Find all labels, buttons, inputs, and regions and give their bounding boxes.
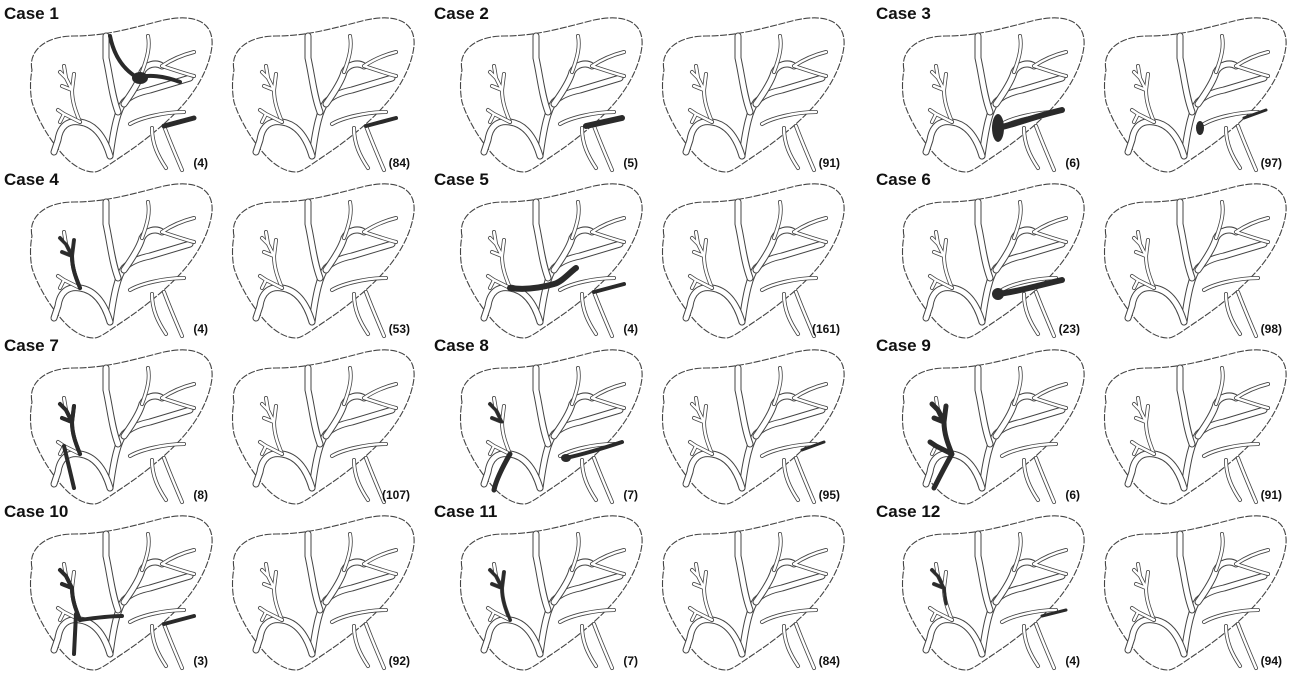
liver-vessel-illustration [646,338,846,504]
liver-diagram-after: (92) [216,504,416,670]
before-day-label: (6) [1065,156,1080,170]
case-8-panel: (7) (95) Case 8 [430,336,850,500]
case-3-panel: (6) (97) Case 3 [872,4,1292,168]
after-day-label: (84) [819,654,840,668]
before-day-label: (4) [1065,654,1080,668]
after-day-label: (97) [1261,156,1282,170]
liver-vessel-illustration [216,172,416,338]
liver-vessel-illustration [886,172,1086,338]
liver-vessel-illustration [444,172,644,338]
before-day-label: (5) [623,156,638,170]
liver-diagram-before: (4) [444,172,644,338]
after-day-label: (95) [819,488,840,502]
after-day-label: (84) [389,156,410,170]
liver-diagram-after: (84) [646,504,846,670]
liver-vessel-illustration [886,6,1086,172]
case-6-panel: (23) (98) Case 6 [872,170,1292,334]
liver-diagram-before: (3) [14,504,214,670]
case-12-panel: (4) (94) Case 12 [872,502,1292,666]
liver-diagram-before: (5) [444,6,644,172]
liver-vessel-illustration [646,172,846,338]
liver-vessel-illustration [14,338,214,504]
case-title: Case 11 [434,502,497,522]
liver-vessel-illustration [444,6,644,172]
liver-diagram-after: (91) [1088,338,1288,504]
case-10-panel: (3) (92) Case 10 [0,502,420,666]
case-title: Case 9 [876,336,931,356]
liver-vessel-illustration [216,6,416,172]
before-day-label: (7) [623,654,638,668]
liver-vessel-illustration [1088,6,1288,172]
liver-diagram-before: (23) [886,172,1086,338]
liver-vessel-illustration [1088,338,1288,504]
after-day-label: (94) [1261,654,1282,668]
before-day-label: (3) [193,654,208,668]
case-5-panel: (4) (161) Case 5 [430,170,850,334]
before-day-label: (7) [623,488,638,502]
liver-vessel-illustration [444,504,644,670]
before-day-label: (23) [1059,322,1080,336]
case-title: Case 8 [434,336,489,356]
before-day-label: (6) [1065,488,1080,502]
liver-diagram-before: (7) [444,504,644,670]
case-title: Case 1 [4,4,59,24]
liver-vessel-illustration [444,338,644,504]
case-4-panel: (4) (53) Case 4 [0,170,420,334]
after-day-label: (161) [812,322,840,336]
liver-vessel-illustration [14,504,214,670]
case-1-panel: (4) (84) Case 1 [0,4,420,168]
case-9-panel: (6) (91) Case 9 [872,336,1292,500]
liver-diagram-before: (8) [14,338,214,504]
liver-diagram-after: (91) [646,6,846,172]
liver-diagram-after: (95) [646,338,846,504]
liver-vessel-illustration [216,338,416,504]
case-title: Case 7 [4,336,59,356]
case-title: Case 5 [434,170,489,190]
before-day-label: (4) [193,322,208,336]
liver-diagram-before: (4) [14,6,214,172]
case-7-panel: (8) (107) Case 7 [0,336,420,500]
liver-diagram-before: (4) [886,504,1086,670]
case-title: Case 6 [876,170,931,190]
liver-vessel-illustration [646,504,846,670]
liver-diagram-after: (97) [1088,6,1288,172]
liver-vessel-illustration [886,338,1086,504]
liver-diagram-before: (6) [886,338,1086,504]
liver-diagram-after: (98) [1088,172,1288,338]
liver-vessel-illustration [14,172,214,338]
case-2-panel: (5) (91) Case 2 [430,4,850,168]
liver-vessel-illustration [646,6,846,172]
liver-diagram-before: (7) [444,338,644,504]
liver-diagram-before: (6) [886,6,1086,172]
case-title: Case 2 [434,4,489,24]
liver-vessel-illustration [1088,172,1288,338]
after-day-label: (53) [389,322,410,336]
liver-diagram-after: (107) [216,338,416,504]
case-title: Case 4 [4,170,59,190]
after-day-label: (107) [382,488,410,502]
liver-diagram-after: (161) [646,172,846,338]
case-11-panel: (7) (84) Case 11 [430,502,850,666]
liver-diagram-after: (94) [1088,504,1288,670]
case-title: Case 12 [876,502,940,522]
liver-diagram-before: (4) [14,172,214,338]
case-title: Case 10 [4,502,68,522]
liver-diagram-after: (84) [216,6,416,172]
after-day-label: (91) [1261,488,1282,502]
before-day-label: (4) [193,156,208,170]
liver-vessel-illustration [886,504,1086,670]
before-day-label: (4) [623,322,638,336]
liver-vessel-illustration [1088,504,1288,670]
before-day-label: (8) [193,488,208,502]
after-day-label: (91) [819,156,840,170]
after-day-label: (98) [1261,322,1282,336]
case-title: Case 3 [876,4,931,24]
liver-vessel-illustration [14,6,214,172]
after-day-label: (92) [389,654,410,668]
liver-diagram-after: (53) [216,172,416,338]
liver-vessel-illustration [216,504,416,670]
